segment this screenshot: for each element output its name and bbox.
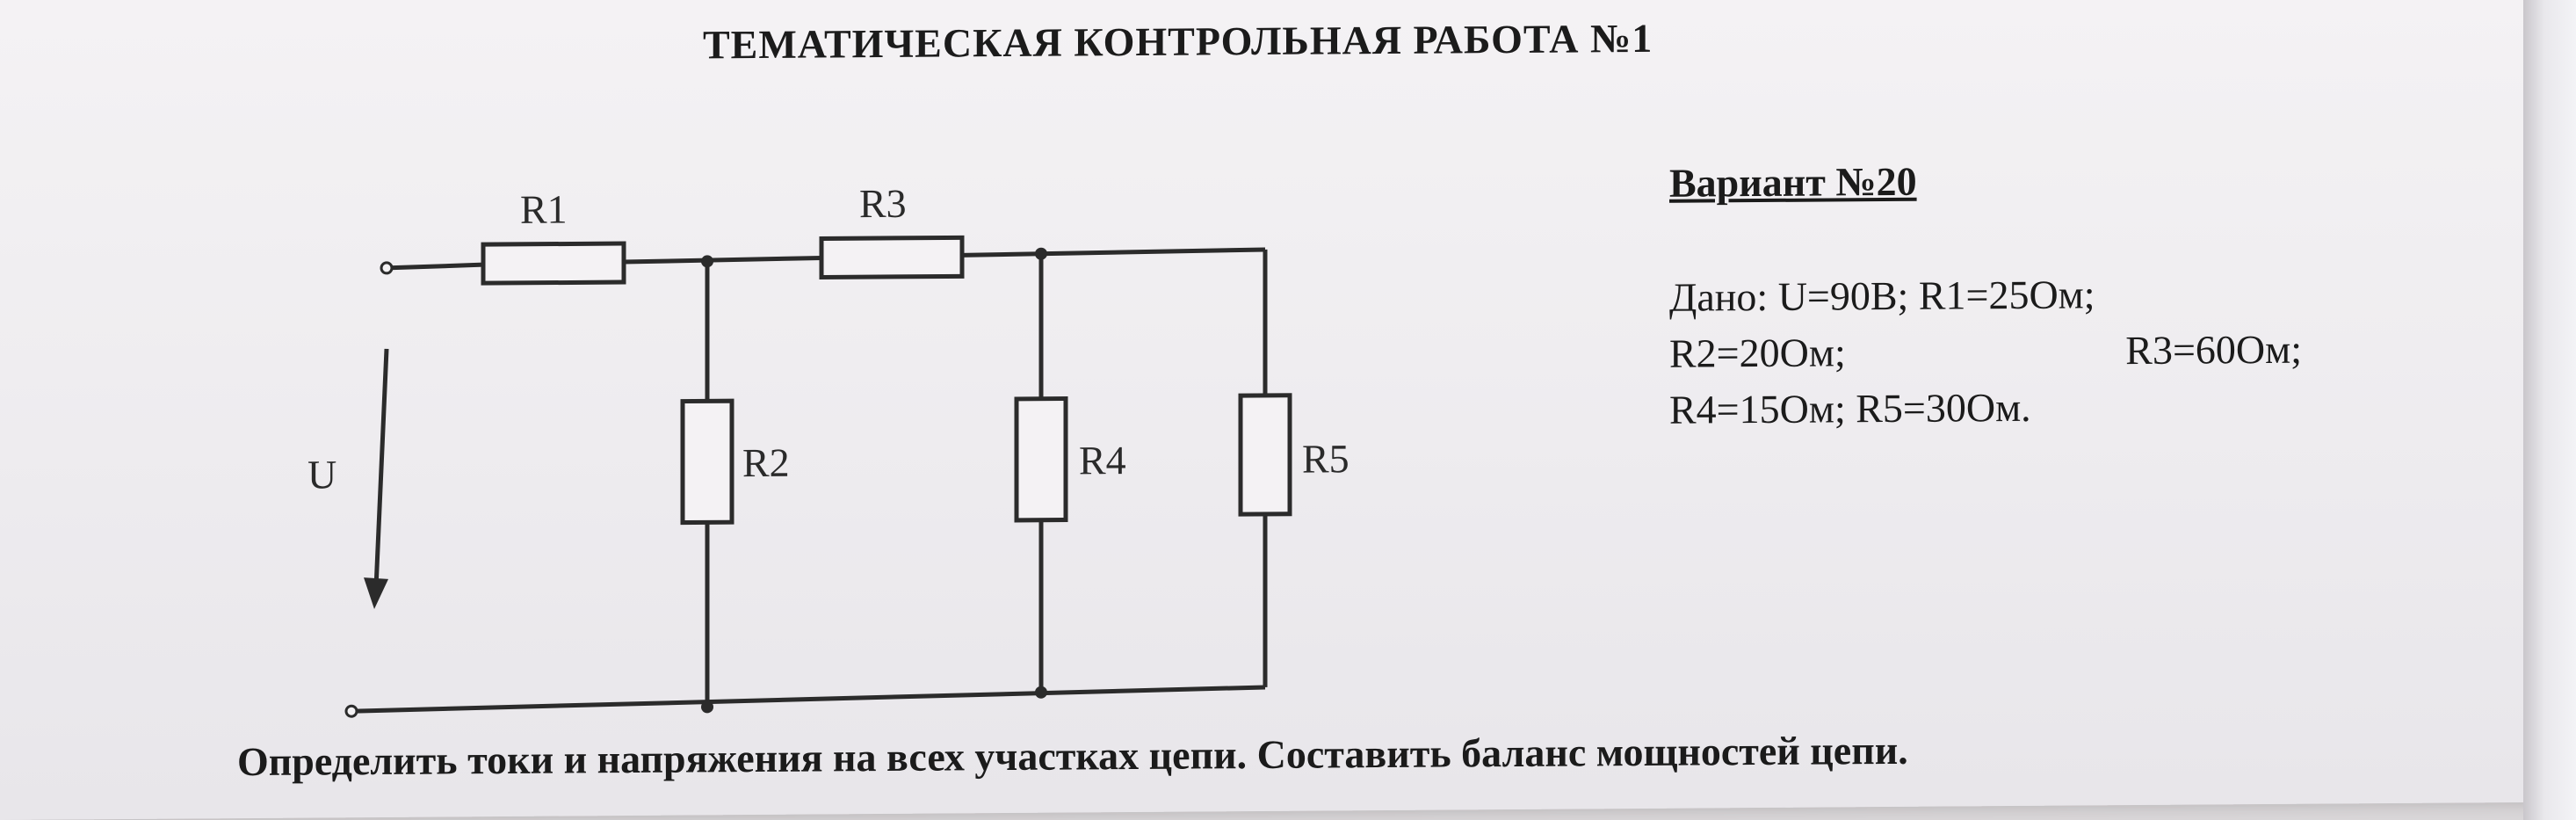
wire-top-left <box>386 262 484 271</box>
given-line-3: R4=15Ом; R5=30Ом. <box>1669 384 2031 432</box>
adjacent-sheet-edge <box>2523 0 2576 820</box>
resistor-r3 <box>819 235 965 279</box>
label-u: U <box>308 452 336 497</box>
terminal-top <box>380 261 394 275</box>
voltage-arrow-shaft <box>373 348 389 589</box>
label-r2: R2 <box>742 440 790 485</box>
label-r4: R4 <box>1079 438 1126 483</box>
resistor-r2 <box>680 398 734 526</box>
junction-dot <box>1035 247 1047 260</box>
label-r3: R3 <box>859 181 907 226</box>
given-line-1: Дано: U=90В; R1=25Ом; <box>1669 272 2095 320</box>
given-line-2: R2=20Ом; R3=60Ом; <box>1669 322 2302 382</box>
wire-r1-r3 <box>623 255 822 265</box>
resistor-r5 <box>1238 393 1292 517</box>
voltage-arrow-head <box>364 577 388 610</box>
junction-dot <box>701 700 713 714</box>
wire-bottom <box>351 685 1266 714</box>
terminal-bottom <box>344 704 358 718</box>
junction-dot <box>1035 686 1047 699</box>
given-values: Дано: U=90В; R1=25Ом; R2=20Ом; R3=60Ом; … <box>1669 265 2302 439</box>
resistor-r1 <box>481 241 626 286</box>
label-r1: R1 <box>520 186 568 231</box>
resistor-r4 <box>1014 396 1068 523</box>
given-r3: R3=60Ом; <box>2125 326 2302 374</box>
label-r5: R5 <box>1302 436 1350 481</box>
junction-dot <box>701 255 713 268</box>
given-r2: R2=20Ом; <box>1669 330 1846 376</box>
wire-r3-right <box>961 247 1266 258</box>
variant-heading: Вариант №20 <box>1669 158 1917 206</box>
circuit-diagram: R1 R3 R2 R4 R5 U <box>308 181 1350 718</box>
